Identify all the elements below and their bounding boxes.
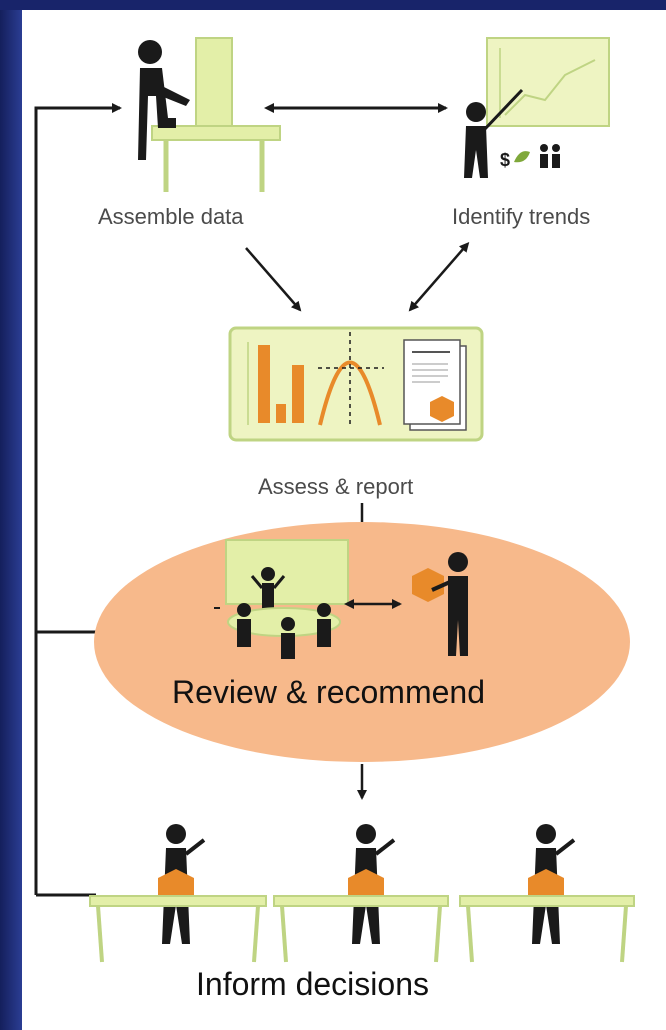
decision-maker-icon-1 — [89, 824, 267, 963]
assemble-data-label: Assemble data — [98, 204, 244, 229]
assess-report-icon — [228, 326, 484, 442]
identify-trends-label: Identify trends — [452, 204, 591, 229]
svg-text:$: $ — [500, 150, 510, 170]
slide-left-frame — [0, 0, 22, 1030]
review-recommend-label: Review & recommend — [172, 674, 485, 710]
decision-maker-icon-3 — [459, 824, 635, 963]
diagram-panel — [22, 10, 666, 1030]
review-ellipse — [94, 522, 630, 762]
assess-report-label: Assess & report — [258, 474, 414, 499]
decision-maker-icon-2 — [273, 824, 449, 963]
trends-assess-arrow — [408, 241, 470, 312]
identify-trends-icon: $ — [464, 37, 610, 178]
inform-decisions-label: Inform decisions — [196, 966, 429, 1002]
assemble-to-assess-arrow — [245, 247, 302, 312]
review-meeting-icon — [214, 539, 349, 659]
slide-top-frame — [0, 0, 666, 10]
assemble-data-icon — [138, 37, 281, 192]
presenter-icon — [412, 552, 468, 656]
